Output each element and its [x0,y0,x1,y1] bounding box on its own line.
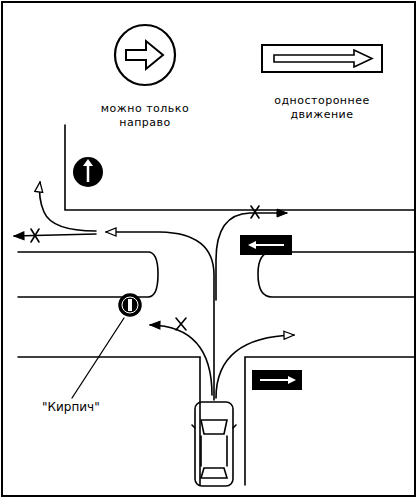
route-up [40,182,97,231]
median-right [258,252,415,297]
leader-line [72,318,124,398]
no-entry-sign [119,294,141,316]
forbid-cross [176,318,186,330]
sign-outline [260,42,384,74]
one-way-info-sign: одностороннее движение [254,42,390,122]
mandatory-direction-sign: можно только направо [82,22,208,130]
sign-caption: одностороннее движение [254,94,390,122]
one-way-sign [240,235,292,255]
route-left [106,232,214,400]
block-right [245,357,415,485]
sign-label: "Кирпич" [40,400,102,414]
car [192,402,236,486]
route-left-forbidden [150,325,212,395]
median-left [18,252,158,297]
sign-outline [112,22,178,88]
route-right-forbidden [216,213,287,300]
sign-caption: можно только направо [82,102,208,130]
road-edge [65,125,415,210]
block-left [18,357,200,485]
forbid-cross [251,206,259,218]
forbid-cross [31,229,39,242]
route-far-left-forbidden [14,234,96,236]
straight-only-sign [73,157,103,187]
one-way-sign [252,370,302,390]
